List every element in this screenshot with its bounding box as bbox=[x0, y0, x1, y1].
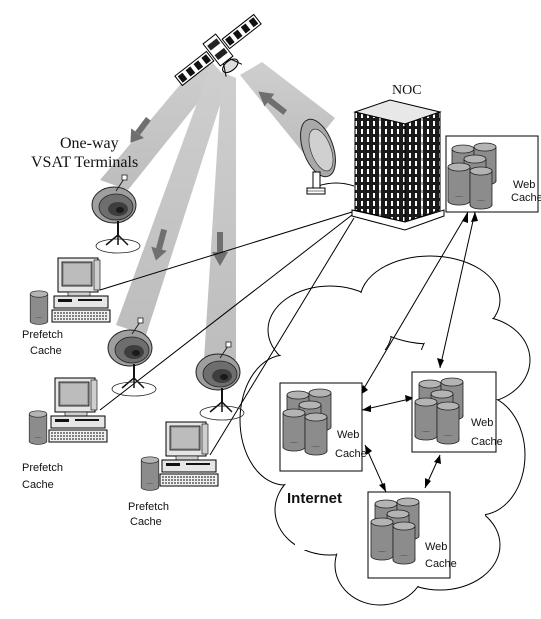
internet-label: Internet bbox=[287, 490, 342, 507]
downlink-arrow-3 bbox=[212, 232, 228, 266]
vsat-terminal-1: Prefetch Cache bbox=[22, 174, 141, 357]
link-terminal-3-noc bbox=[209, 217, 355, 456]
cache-3-web-label: Web bbox=[425, 541, 447, 553]
noc-label: NOC bbox=[392, 83, 422, 98]
vsat-dish-icon bbox=[91, 174, 141, 254]
terminal-2-cache-label: Cache bbox=[22, 479, 54, 491]
beam-to-terminal-3 bbox=[204, 72, 236, 360]
cache-storage-cylinders-icon bbox=[415, 378, 463, 444]
cache-storage-cylinders-icon bbox=[371, 498, 419, 564]
beam-to-terminal-1 bbox=[100, 55, 220, 190]
terminal-3-cache-label: Cache bbox=[130, 516, 162, 528]
vsat-terminal-3: Prefetch Cache bbox=[128, 341, 245, 528]
internet-web-cache-2: Web Cache bbox=[411, 371, 503, 453]
beam-to-terminal-2 bbox=[116, 62, 228, 335]
vsat-terminal-2: Prefetch Cache bbox=[22, 317, 157, 491]
noc-uplink-dish-icon bbox=[300, 118, 336, 195]
internet-web-cache-1: Web Cache bbox=[279, 382, 367, 472]
terminal-3-prefetch-label: Prefetch bbox=[128, 501, 169, 513]
link-terminal-1-noc bbox=[99, 211, 353, 291]
cache-storage-cylinders-icon bbox=[29, 290, 49, 325]
vsat-dish-icon bbox=[195, 341, 245, 421]
cache-storage-cylinders-icon bbox=[140, 456, 160, 491]
cache-3-cache-label: Cache bbox=[425, 558, 457, 570]
computer-workstation-icon bbox=[159, 421, 219, 487]
terminal-1-cache-label: Cache bbox=[30, 345, 62, 357]
noc-web-cache: Web Cache bbox=[445, 135, 541, 213]
vsat-label-line-1: One-way bbox=[60, 135, 119, 152]
cache-1-cache-label: Cache bbox=[335, 448, 367, 460]
downlink-arrow-1 bbox=[130, 117, 151, 143]
terminal-1-prefetch-label: Prefetch bbox=[22, 329, 63, 341]
vsat-label-line-2: VSAT Terminals bbox=[31, 154, 138, 171]
noc-server-building-icon bbox=[351, 99, 445, 231]
downlink-arrow-2 bbox=[151, 228, 168, 261]
noc-web-label: Web bbox=[513, 179, 535, 191]
noc-cache-label: Cache bbox=[511, 192, 541, 204]
satellite-icon bbox=[174, 13, 262, 87]
terminal-2-prefetch-label: Prefetch bbox=[22, 462, 63, 474]
cache-storage-cylinders-icon bbox=[283, 389, 331, 455]
cache-2-web-label: Web bbox=[471, 417, 493, 429]
link-uplink-noc bbox=[317, 182, 355, 187]
uplink-arrow bbox=[258, 91, 287, 115]
vsat-dish-icon bbox=[107, 317, 157, 397]
internet-web-cache-3: Web Cache bbox=[367, 491, 457, 579]
computer-workstation-icon bbox=[48, 377, 108, 443]
cache-2-cache-label: Cache bbox=[471, 436, 503, 448]
cache-storage-cylinders-icon bbox=[448, 143, 496, 209]
cache-storage-cylinders-icon bbox=[28, 410, 48, 445]
internet-links bbox=[359, 211, 478, 493]
cache-1-web-label: Web bbox=[337, 429, 359, 441]
connection-lines bbox=[99, 182, 355, 456]
link-terminal-2-noc bbox=[99, 214, 353, 411]
